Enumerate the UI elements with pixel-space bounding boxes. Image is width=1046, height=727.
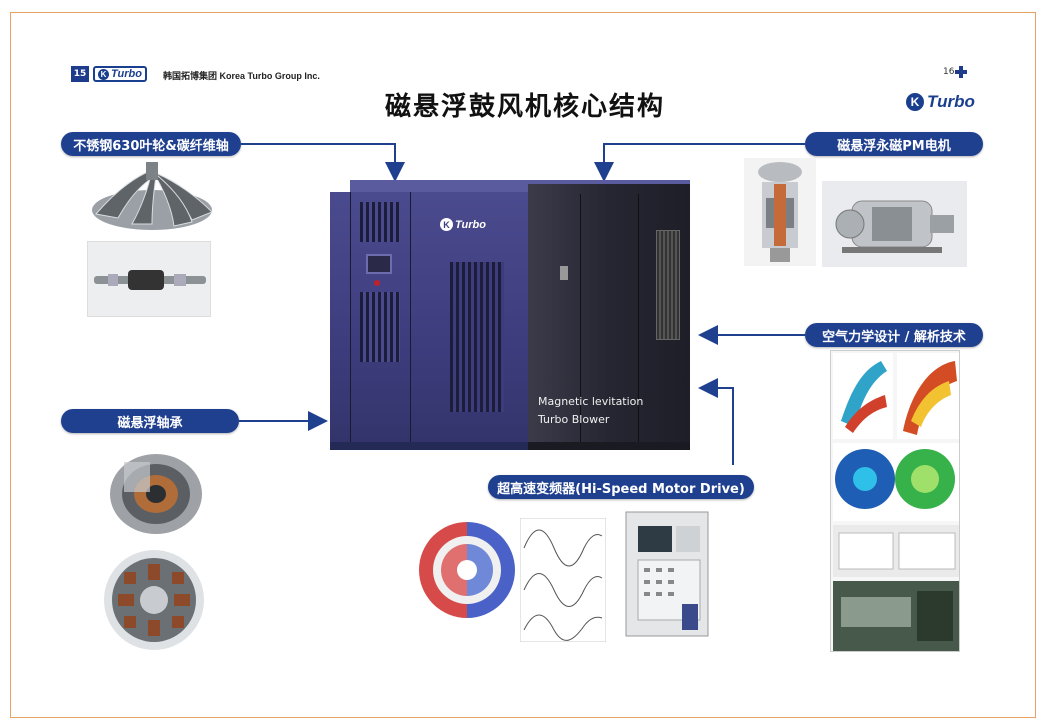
waveform-chart-image — [520, 518, 606, 642]
label-magnetic-bearing: 磁悬浮轴承 — [61, 409, 239, 433]
machine-front-panel: K Turbo — [330, 192, 528, 442]
emergency-button — [374, 280, 380, 286]
label-impeller: 不锈钢630叶轮&碳纤维轴 — [61, 132, 241, 156]
page-frame — [10, 12, 1036, 718]
label-pm-motor: 磁悬浮永磁PM电机 — [805, 132, 983, 156]
side-grille — [656, 230, 680, 340]
front-vent-top — [360, 202, 400, 242]
vfd-drive-image — [625, 511, 709, 637]
kturbo-logo-small: K Turbo — [93, 66, 147, 82]
machine-base — [330, 442, 528, 450]
logo-text: Turbo — [455, 218, 486, 231]
bearing-stator-image — [104, 550, 204, 650]
label-aero-design: 空气力学设计 / 解析技术 — [805, 323, 983, 347]
page-title: 磁悬浮鼓风机核心结构 — [384, 92, 665, 122]
logo-text: Turbo — [111, 68, 142, 80]
door-handle — [560, 266, 568, 280]
pm-motor-image — [822, 181, 967, 267]
arrow-impeller — [241, 143, 405, 182]
label-vfd: 超高速变频器(Hi-Speed Motor Drive) — [488, 475, 754, 499]
machine-caption: Magnetic levitation Turbo Blower — [538, 395, 644, 426]
k-circle-icon: K — [906, 93, 924, 111]
k-circle-icon: K — [98, 68, 109, 80]
control-screen — [366, 254, 392, 274]
page-number-right: 16 — [943, 67, 955, 77]
plus-mark-icon — [955, 66, 967, 78]
motor-field-image — [419, 522, 515, 618]
logo-text: Turbo — [927, 92, 975, 111]
pm-motor-cutaway-image — [744, 158, 816, 266]
k-circle-icon: K — [440, 218, 453, 231]
front-vent-large — [450, 262, 504, 412]
arrow-pm-motor — [594, 143, 805, 182]
company-name: 韩国拓博集团 Korea Turbo Group Inc. — [163, 71, 320, 81]
turbo-blower-machine: K Turbo — [330, 180, 702, 452]
machine-logo: K Turbo — [440, 218, 486, 231]
aero-analysis-image — [830, 350, 960, 652]
front-vent-bottom — [360, 292, 400, 362]
kturbo-logo-large: K Turbo — [906, 92, 975, 112]
magnetic-bearing-image — [110, 454, 202, 534]
page-number-left: 15 — [71, 66, 89, 82]
arrow-vfd — [698, 378, 734, 465]
shaft-image — [87, 241, 211, 317]
impeller-image — [92, 162, 213, 230]
